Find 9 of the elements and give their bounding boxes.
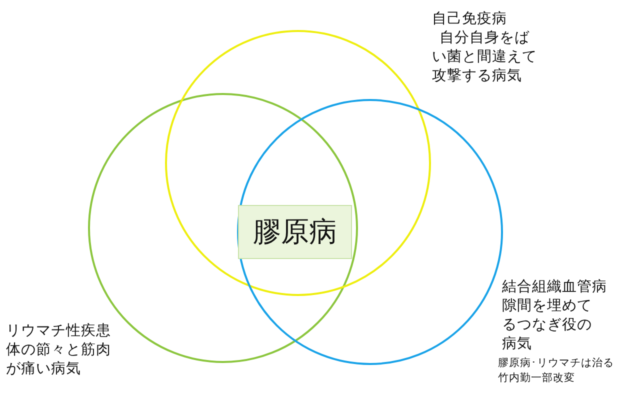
circle-description: 体の節々と筋肉が痛い病気 <box>6 341 112 379</box>
circle-heading: 自己免疫病 <box>432 10 507 29</box>
circle-description: 自分自身をばい菌と間違えて攻撃する病気 <box>432 29 538 86</box>
circle-heading: リウマチ性疾患 <box>6 322 111 341</box>
circle-description: 隙間を埋めてるつなぎ役の病気 <box>502 297 593 354</box>
source-note: 竹内勤一部改変 <box>498 371 575 385</box>
circle-heading: 結合組織血管病 <box>502 278 607 297</box>
source-note: 膠原病･リウマチは治る <box>498 356 614 370</box>
center-label-box: 膠原病 <box>238 205 352 259</box>
